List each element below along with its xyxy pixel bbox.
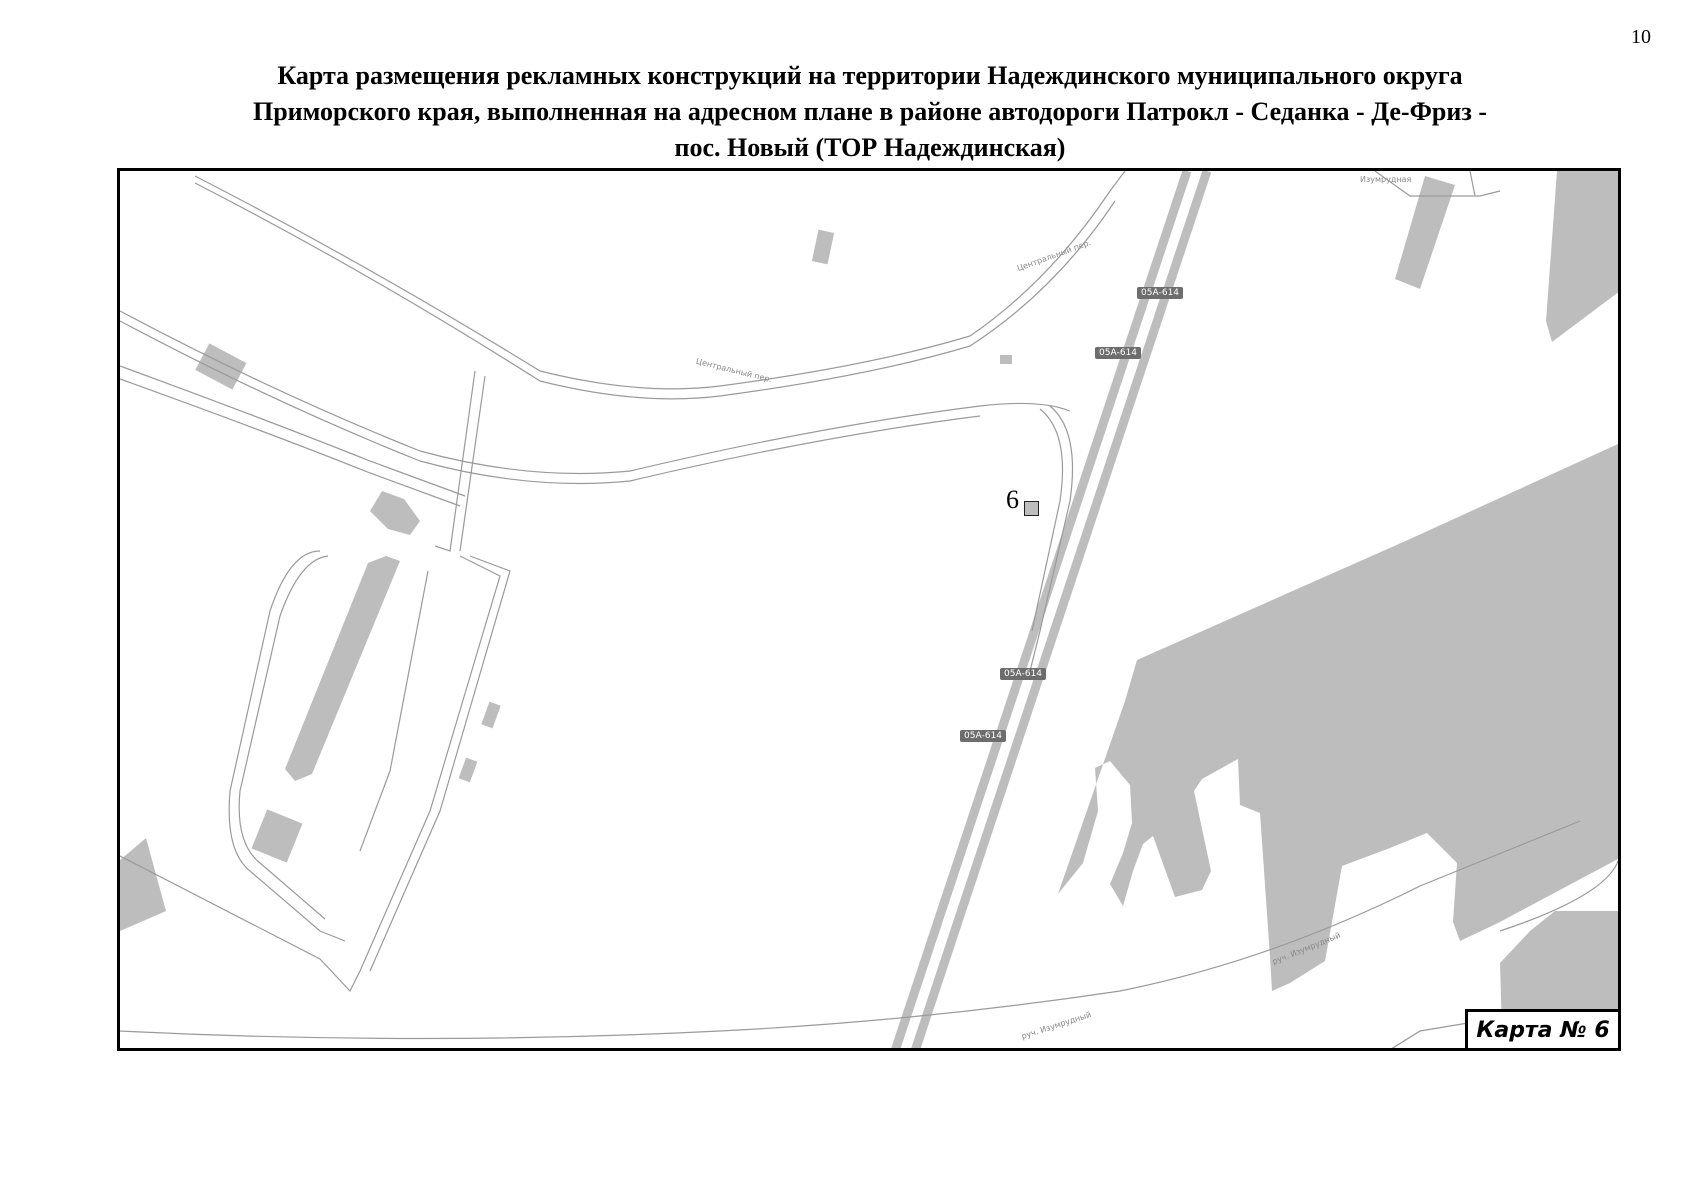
building-cluster xyxy=(370,491,420,535)
road-badge-3: 05А-614 xyxy=(1000,668,1047,680)
building-small-3 xyxy=(481,701,501,729)
secondary-roads xyxy=(120,171,1618,1048)
land-area-northeast xyxy=(1546,171,1618,342)
road-badge-2: 05А-614 xyxy=(1095,347,1142,359)
building-small-4 xyxy=(458,757,478,783)
title-line-3: пос. Новый (ТОР Надеждинская) xyxy=(674,133,1066,162)
building-small-2 xyxy=(1000,355,1012,364)
building-small-1 xyxy=(811,229,835,265)
building-ne xyxy=(1395,176,1455,289)
land-area-west xyxy=(120,838,166,931)
page-number: 10 xyxy=(1631,26,1651,48)
page-title: Карта размещения рекламных конструкций н… xyxy=(120,58,1620,166)
title-line-1: Карта размещения рекламных конструкций н… xyxy=(277,61,1463,90)
ad-construction-marker-label: 6 xyxy=(1006,485,1019,514)
map-frame[interactable]: 05А-614 05А-614 05А-614 05А-614 Централь… xyxy=(117,168,1621,1051)
map-canvas xyxy=(120,171,1618,1048)
building-north xyxy=(195,343,247,390)
road-badge-1: 05А-614 xyxy=(1137,287,1184,299)
map-number-box: Карта № 6 xyxy=(1465,1009,1618,1048)
street-label-5: Изумрудная xyxy=(1360,175,1412,184)
highway-line-left xyxy=(891,171,1192,1048)
building-long xyxy=(285,556,400,781)
highway-line-right xyxy=(911,171,1212,1048)
ad-construction-marker[interactable] xyxy=(1024,501,1039,516)
building-south xyxy=(251,809,303,863)
land-area-east xyxy=(1058,444,1618,991)
title-line-2: Приморского края, выполненная на адресно… xyxy=(253,97,1487,126)
road-badge-4: 05А-614 xyxy=(960,730,1007,742)
